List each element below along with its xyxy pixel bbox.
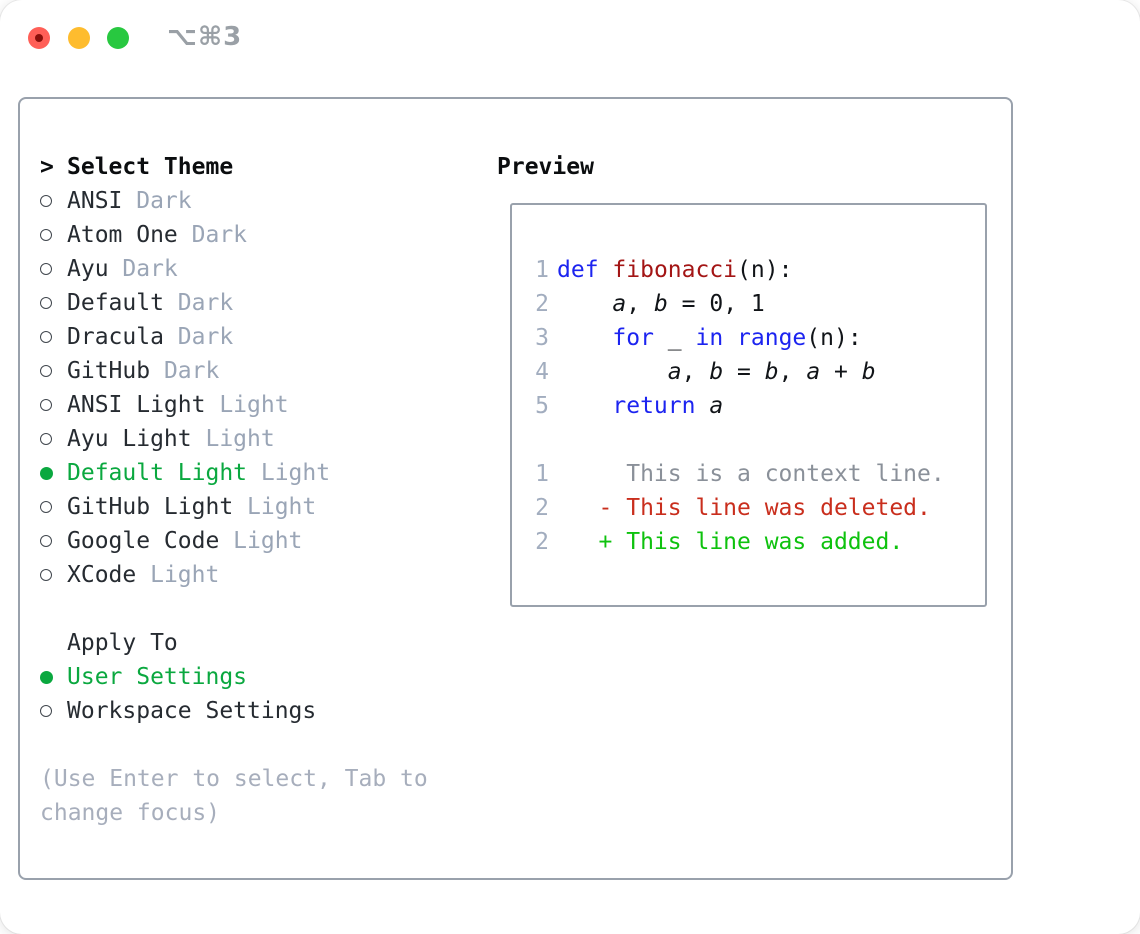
code-line: 5 return a bbox=[535, 393, 724, 419]
item-variant-label: Dark bbox=[191, 222, 248, 248]
line-number: 5 bbox=[535, 393, 549, 419]
select-theme-header: > Select Theme bbox=[40, 150, 480, 184]
diff-line-context: 1 This is a context line. bbox=[535, 461, 945, 487]
item-label: Google Code bbox=[67, 528, 220, 554]
spacer-row bbox=[40, 592, 480, 626]
titlebar: ⌥⌘3 bbox=[0, 0, 1140, 80]
theme-item[interactable]: Atom One Dark bbox=[40, 218, 480, 252]
diff-line-deleted: 2 - This line was deleted. bbox=[535, 495, 931, 521]
item-variant-label: Dark bbox=[177, 324, 234, 350]
line-number: 1 bbox=[535, 257, 549, 283]
preview-title: Preview bbox=[497, 154, 594, 180]
minimize-button[interactable] bbox=[68, 27, 90, 49]
theme-item[interactable]: Dracula Dark bbox=[40, 320, 480, 354]
code-line: 3 for _ in range(n): bbox=[535, 325, 862, 351]
item-variant-label: Dark bbox=[177, 290, 234, 316]
radio-icon bbox=[40, 195, 52, 207]
radio-selected-icon bbox=[40, 670, 53, 684]
item-variant-label: Light bbox=[247, 494, 317, 520]
item-label: Workspace Settings bbox=[67, 698, 317, 724]
apply-to-header: Apply To bbox=[40, 626, 480, 660]
hint-text-line2: change focus) bbox=[40, 800, 221, 826]
radio-icon bbox=[40, 229, 52, 241]
item-label: XCode bbox=[67, 562, 137, 588]
item-variant-label: Dark bbox=[163, 358, 220, 384]
apply-to-option[interactable]: Workspace Settings bbox=[40, 694, 480, 728]
item-label: Default Light bbox=[67, 460, 248, 486]
theme-item[interactable]: ANSI Light Light bbox=[40, 388, 480, 422]
diff-line-added: 2 + This line was added. bbox=[535, 529, 904, 555]
radio-icon bbox=[40, 399, 52, 411]
line-number: 4 bbox=[535, 359, 549, 385]
theme-item[interactable]: Default Light Light bbox=[40, 456, 480, 490]
radio-icon bbox=[40, 535, 52, 547]
radio-selected-icon bbox=[40, 466, 53, 480]
spacer-row bbox=[40, 728, 480, 762]
item-label: Default bbox=[67, 290, 164, 316]
unsaved-dot-icon bbox=[35, 34, 43, 42]
apply-to-option[interactable]: User Settings bbox=[40, 660, 480, 694]
spacer-line bbox=[534, 423, 985, 457]
radio-icon bbox=[40, 705, 52, 717]
apply-to-title: Apply To bbox=[67, 630, 178, 656]
item-label: ANSI Light bbox=[67, 392, 206, 418]
line-number: 2 bbox=[535, 495, 549, 521]
item-variant-label: Light bbox=[260, 460, 331, 486]
theme-item[interactable]: Ayu Light Light bbox=[40, 422, 480, 456]
radio-icon bbox=[40, 263, 52, 275]
radio-icon bbox=[40, 569, 52, 581]
item-variant-label: Dark bbox=[136, 188, 192, 214]
item-variant-label: Light bbox=[233, 528, 303, 554]
radio-icon bbox=[40, 433, 52, 445]
hint-text-line1: (Use Enter to select, Tab to bbox=[40, 766, 428, 792]
line-number: 2 bbox=[535, 291, 549, 317]
radio-icon bbox=[40, 501, 52, 513]
radio-icon bbox=[40, 365, 52, 377]
item-label: User Settings bbox=[67, 664, 248, 690]
item-label: Dracula bbox=[67, 324, 164, 350]
line-number: 1 bbox=[535, 461, 549, 487]
line-number: 3 bbox=[535, 325, 549, 351]
close-button[interactable] bbox=[28, 27, 50, 49]
theme-item[interactable]: ANSI Dark bbox=[40, 184, 480, 218]
code-line: 2 a, b = 0, 1 bbox=[535, 291, 765, 317]
item-label: Ayu bbox=[67, 256, 109, 282]
item-label: GitHub bbox=[67, 358, 151, 384]
focus-caret-icon: > bbox=[40, 154, 54, 180]
item-variant-label: Light bbox=[150, 562, 220, 588]
theme-item[interactable]: GitHub Dark bbox=[40, 354, 480, 388]
theme-item[interactable]: Default Dark bbox=[40, 286, 480, 320]
item-variant-label: Dark bbox=[122, 256, 178, 282]
item-variant-label: Light bbox=[205, 426, 275, 452]
item-label: ANSI bbox=[67, 188, 123, 214]
item-variant-label: Light bbox=[219, 392, 289, 418]
theme-item[interactable]: GitHub Light Light bbox=[40, 490, 480, 524]
maximize-button[interactable] bbox=[107, 27, 129, 49]
theme-item[interactable]: Ayu Dark bbox=[40, 252, 480, 286]
select-theme-title: Select Theme bbox=[67, 154, 234, 180]
item-label: Atom One bbox=[67, 222, 178, 248]
theme-item[interactable]: XCode Light bbox=[40, 558, 480, 592]
theme-item[interactable]: Google Code Light bbox=[40, 524, 480, 558]
radio-icon bbox=[40, 331, 52, 343]
item-label: Ayu Light bbox=[67, 426, 192, 452]
item-label: GitHub Light bbox=[67, 494, 234, 520]
line-number: 2 bbox=[535, 529, 549, 555]
preview-diff-block: 1 This is a context line. 2 - This line w… bbox=[534, 457, 985, 559]
radio-icon bbox=[40, 297, 52, 309]
code-line: 4 a, b = b, a + b bbox=[535, 359, 876, 385]
keyboard-shortcut-label: ⌥⌘3 bbox=[167, 22, 243, 52]
